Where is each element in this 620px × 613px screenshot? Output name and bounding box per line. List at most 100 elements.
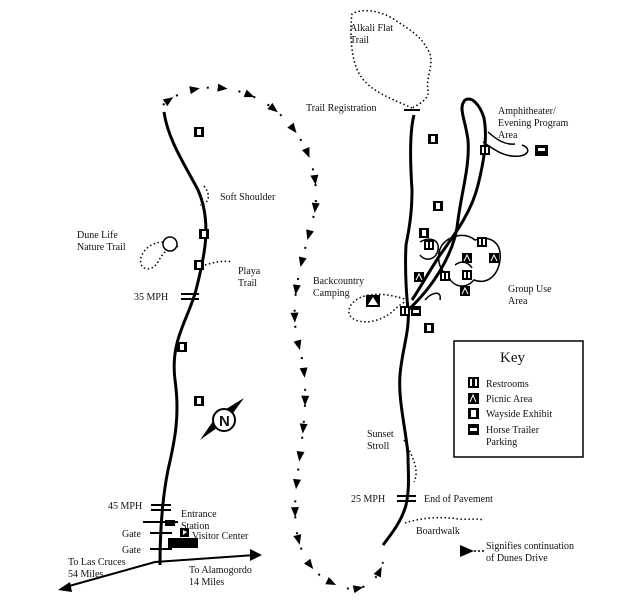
- continuation-arrow-mark: [299, 367, 308, 378]
- wayside-exhibit-icon: [194, 396, 204, 406]
- continuation-arrow-mark: [189, 86, 200, 95]
- dune-life-trailhead-loop: [162, 236, 178, 252]
- continuation-arrow-mark: [162, 97, 174, 107]
- dunes-drive-road-west: [158, 111, 208, 566]
- picnic-icon: [462, 253, 472, 263]
- amphitheater-label-2: Evening Program: [498, 118, 568, 129]
- wayside-exhibit-icon: [419, 228, 429, 238]
- gate-label-lower: Gate: [122, 545, 141, 556]
- dunes-drive-loop: [406, 97, 487, 312]
- soft-shoulder-label: Soft Shoulder: [220, 192, 276, 203]
- sunset-stroll-label: Sunset: [367, 429, 394, 440]
- highway-arrow-east: [250, 549, 262, 561]
- picnic-loop-road: [419, 238, 439, 260]
- wayside-exhibit-icon: [424, 323, 434, 333]
- restroom-icon: [400, 306, 410, 316]
- continuation-note: Signifies continuation: [486, 541, 574, 552]
- continuation-arrow-icon: [460, 545, 474, 557]
- gate-label-upper: Gate: [122, 529, 141, 540]
- dunes-drive-road-east: [381, 114, 416, 546]
- restroom-icon: [424, 240, 434, 250]
- playa-trail: [204, 260, 233, 266]
- entrance-station-label-2: Station: [181, 521, 209, 532]
- dune-life-nature-trail: [139, 241, 179, 270]
- continuation-arrow-mark: [306, 229, 314, 241]
- continuation-arrow-mark: [352, 585, 364, 594]
- las-cruces-label-2: 54 Miles: [68, 569, 103, 580]
- key-item-horse-trailer-2: Parking: [486, 437, 517, 448]
- sunset-stroll-label-2: Stroll: [367, 441, 389, 452]
- speed-25-label: 25 MPH: [351, 494, 385, 505]
- alamogordo-label: To Alamogordo: [189, 565, 252, 576]
- continuation-arrow-mark: [311, 202, 320, 213]
- continuation-arrow-mark: [325, 577, 337, 585]
- continuation-arrow-mark: [373, 566, 382, 578]
- end-of-pavement-label: End of Pavement: [424, 494, 493, 505]
- amphitheater-label-3: Area: [498, 130, 518, 141]
- trail-registration-label: Trail Registration: [306, 103, 376, 114]
- picnic-icon: [460, 286, 470, 296]
- dune-life-label: Dune Life: [77, 230, 118, 241]
- restroom-icon: [480, 145, 490, 155]
- key-item-restrooms: Restrooms: [486, 379, 529, 390]
- visitor-center-glyph: [183, 530, 187, 535]
- continuation-arrow-mark: [290, 507, 299, 518]
- continuation-arrow-mark: [301, 147, 310, 158]
- wayside-exhibit-icon: [177, 342, 187, 352]
- group-use-label: Group Use: [508, 284, 552, 295]
- horse-trailer-icon: [411, 306, 421, 316]
- wayside-exhibit-icon: [428, 134, 438, 144]
- continuation-arrow-mark: [287, 122, 297, 134]
- continuation-arrow-mark: [298, 256, 307, 268]
- backcountry-camping-label-2: Camping: [313, 288, 350, 299]
- wayside-exhibit-icon: [194, 127, 204, 137]
- speed-35-label: 35 MPH: [134, 292, 168, 303]
- visitor-center-building: [168, 538, 198, 548]
- picnic-icon: [489, 253, 499, 263]
- continuation-arrow-mark: [267, 102, 278, 113]
- north-compass-icon: N: [200, 398, 244, 440]
- key-item-picnic-area: Picnic Area: [486, 394, 533, 405]
- continuation-legend: Signifies continuation of Dunes Drive: [460, 541, 574, 564]
- continuation-arrow-mark: [290, 312, 299, 323]
- highway-arrow-southwest: [58, 582, 72, 592]
- continuation-arrow-mark: [299, 423, 308, 434]
- continuation-note-2: of Dunes Drive: [486, 553, 548, 564]
- wayside-exhibit-icon: [433, 201, 443, 211]
- continuation-arrow-mark: [293, 339, 302, 351]
- amphitheater-icon: [535, 145, 548, 156]
- backcountry-camping-trail: [348, 293, 409, 323]
- alamogordo-label-2: 14 Miles: [189, 577, 224, 588]
- backcountry-camping-icon: [366, 295, 380, 307]
- entrance-station-building: [165, 520, 175, 526]
- speed-45-label: 45 MPH: [108, 501, 142, 512]
- alkali-flat-trail-label: Alkali Flat: [350, 23, 393, 34]
- key-picnic-icon: [468, 393, 479, 404]
- amphitheater-spur-road: [482, 141, 529, 158]
- picnic-icon: [414, 272, 424, 282]
- speed-marker-35: [181, 293, 199, 300]
- continuation-arrow-mark: [293, 534, 302, 545]
- boardwalk-path: [404, 516, 485, 524]
- restroom-icon: [440, 271, 450, 281]
- las-cruces-label: To Las Cruces: [68, 557, 126, 568]
- amphitheater-spur-road-2: [487, 131, 516, 145]
- continuation-arrow-mark: [217, 83, 228, 92]
- continuation-arrow-mark: [310, 174, 319, 186]
- speed-marker-45: [151, 504, 171, 511]
- backcountry-camping-label: Backcountry: [313, 276, 364, 287]
- speed-marker-25: [397, 495, 416, 502]
- continuation-arrows: [162, 83, 382, 594]
- alkali-flat-trail-label-2: Trail: [350, 35, 369, 46]
- continuation-arrow-mark: [293, 478, 301, 490]
- entrance-station-label: Entrance: [181, 509, 217, 520]
- continuation-arrow-mark: [292, 284, 301, 295]
- alkali-flat-trail: [350, 9, 432, 109]
- wayside-exhibit-icon: [199, 229, 209, 239]
- map-key: Key Restrooms Picnic Area Wayside Exhibi…: [453, 340, 584, 458]
- restroom-icon: [477, 237, 487, 247]
- dune-life-label-2: Nature Trail: [77, 242, 126, 253]
- key-restroom-icon: [468, 377, 479, 388]
- key-wayside-exhibit-icon: [468, 408, 479, 419]
